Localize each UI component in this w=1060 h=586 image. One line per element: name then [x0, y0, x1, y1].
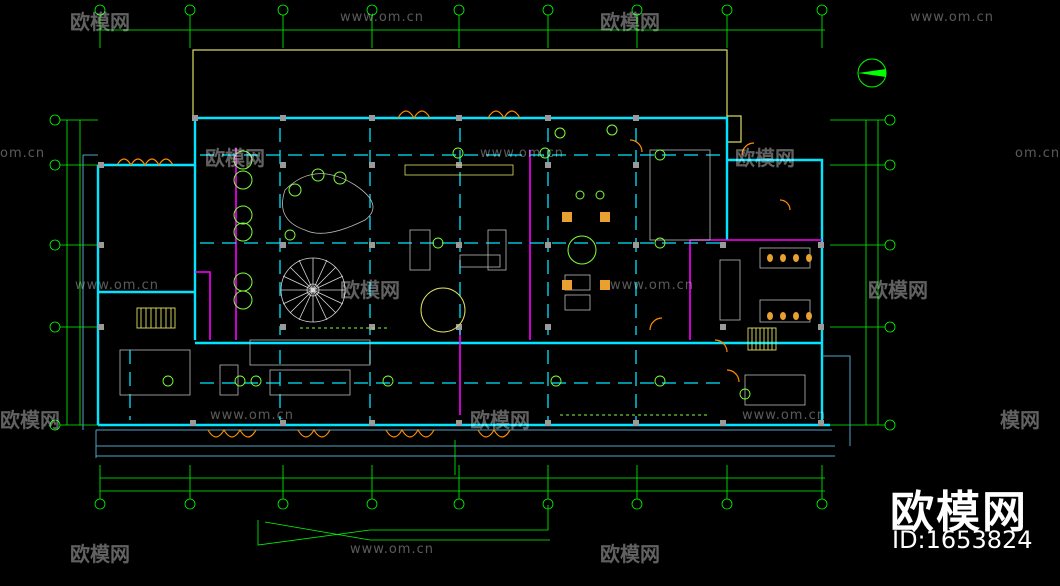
bottom-axis-bubbles [94, 465, 828, 510]
watermark-url: www.om.cn [910, 10, 994, 25]
north-arrow-icon [857, 58, 887, 88]
furniture [119, 149, 811, 406]
watermark-url: www.om.cn [75, 278, 159, 293]
axis-grid [49, 4, 896, 546]
toilet-fixtures [562, 212, 812, 320]
watermark-url: www.om.cn [350, 542, 434, 557]
doors [116, 110, 791, 438]
partitions [195, 148, 822, 415]
top-axis-bubbles [94, 4, 828, 48]
watermark-brand: 欧模网 [868, 278, 928, 302]
right-axis-bubbles [830, 114, 896, 431]
brand-stamp-title: 欧模网 [890, 487, 1028, 538]
watermark-brand: 模网 [1000, 408, 1040, 432]
columns [98, 115, 824, 426]
spiral-staircase [280, 257, 346, 323]
straight-stairs [136, 307, 777, 351]
watermark-brand: 欧模网 [205, 146, 265, 170]
outer-edges [82, 154, 851, 458]
watermark-brand: 欧模网 [0, 408, 60, 432]
canopy-outline [192, 49, 742, 143]
dashed-lines [129, 128, 720, 420]
watermark-brand: 欧模网 [70, 10, 130, 34]
watermark-brand: 欧模网 [470, 408, 530, 432]
watermark-url: www.om.cn [480, 146, 564, 161]
light-fixtures [162, 147, 751, 400]
plants [233, 124, 710, 416]
left-axis-bubbles [49, 114, 98, 431]
watermark-url: www.om.cn [340, 10, 424, 25]
watermark-url: om.cn [1015, 146, 1060, 161]
brand-stamp-id: ID:1653824 [892, 526, 1033, 554]
watermark-brand: 欧模网 [340, 278, 400, 302]
watermark-brand: 欧模网 [600, 542, 660, 566]
watermark-url: www.om.cn [610, 278, 694, 293]
watermark-url: www.om.cn [742, 408, 826, 423]
watermark-url: www.om.cn [210, 408, 294, 423]
watermark-brand: 欧模网 [600, 10, 660, 34]
watermark-brand: 欧模网 [70, 542, 130, 566]
watermark-url: om.cn [0, 146, 46, 161]
watermark-brand: 欧模网 [735, 146, 795, 170]
